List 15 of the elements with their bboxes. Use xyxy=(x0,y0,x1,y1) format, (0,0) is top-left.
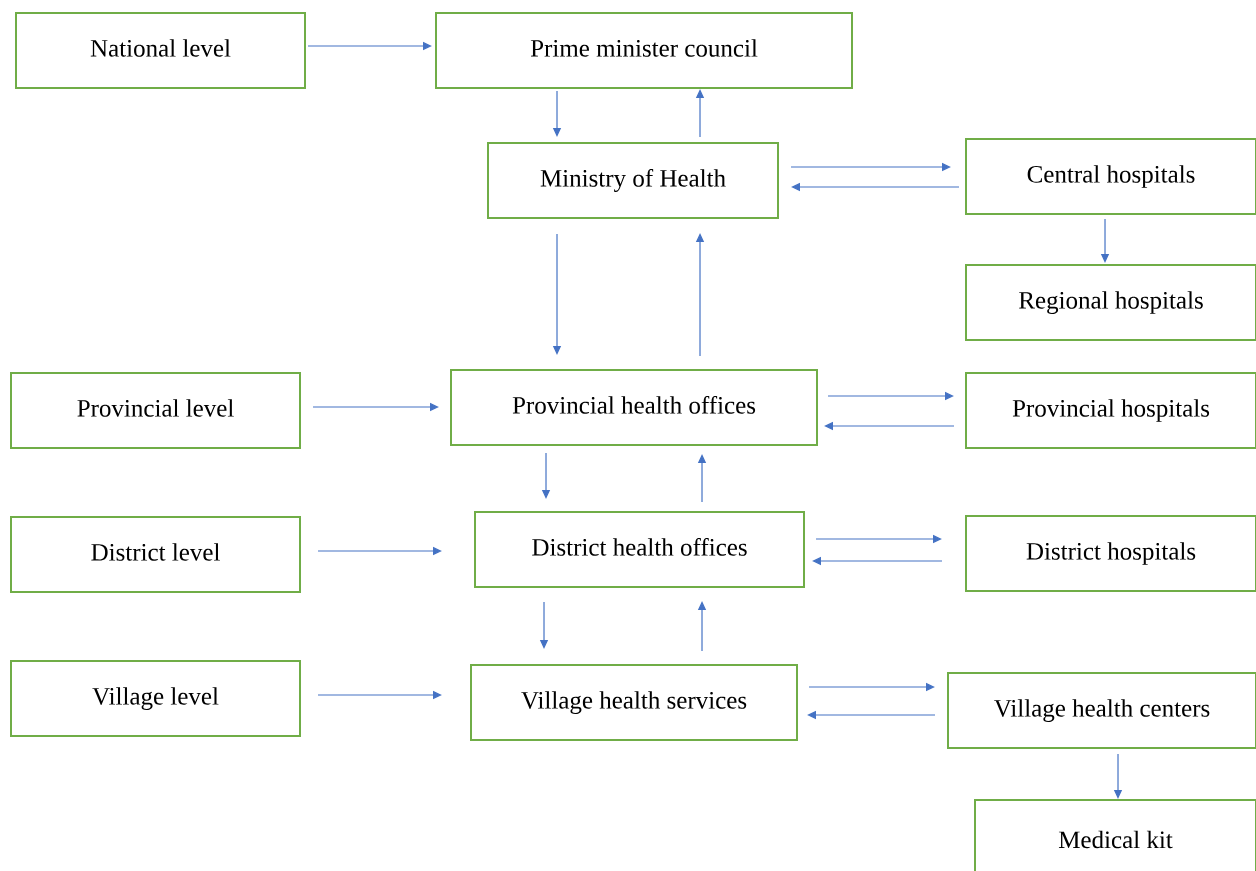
level-box: Central hospitals xyxy=(965,138,1256,215)
level-box: District health offices xyxy=(474,511,805,588)
level-box: Provincial health offices xyxy=(450,369,818,446)
level-box: Village level xyxy=(10,660,301,737)
level-box: Village health centers xyxy=(947,672,1256,749)
level-box: District level xyxy=(10,516,301,593)
level-box: Ministry of Health xyxy=(487,142,779,219)
level-box: Provincial level xyxy=(10,372,301,449)
level-box: District hospitals xyxy=(965,515,1256,592)
level-box: National level xyxy=(15,12,306,89)
level-box: Prime minister council xyxy=(435,12,853,89)
level-box: Provincial hospitals xyxy=(965,372,1256,449)
level-box: Regional hospitals xyxy=(965,264,1256,341)
level-box: Medical kit xyxy=(974,799,1256,871)
level-box: Village health services xyxy=(470,664,798,741)
